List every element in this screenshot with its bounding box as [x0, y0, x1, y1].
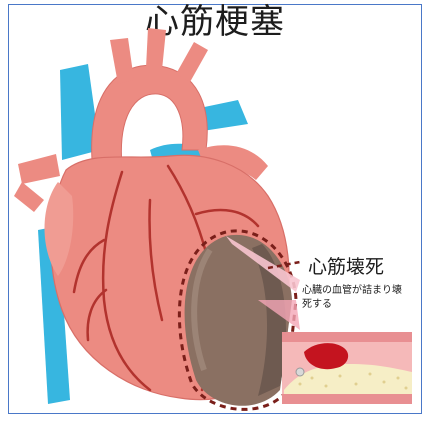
artery-cross-section [282, 332, 412, 404]
pulmonary-branch-small [14, 182, 44, 212]
aorta-branch-2 [146, 28, 166, 70]
aorta-branch-3 [176, 42, 208, 82]
callout-description: 心臓の血管が詰まり壊死する [302, 284, 402, 312]
blood-cell [296, 368, 304, 376]
pulmonary-branch-left [18, 154, 60, 184]
aorta-branch-1 [110, 38, 134, 84]
callout-label: 心筋壊死 [308, 252, 384, 279]
